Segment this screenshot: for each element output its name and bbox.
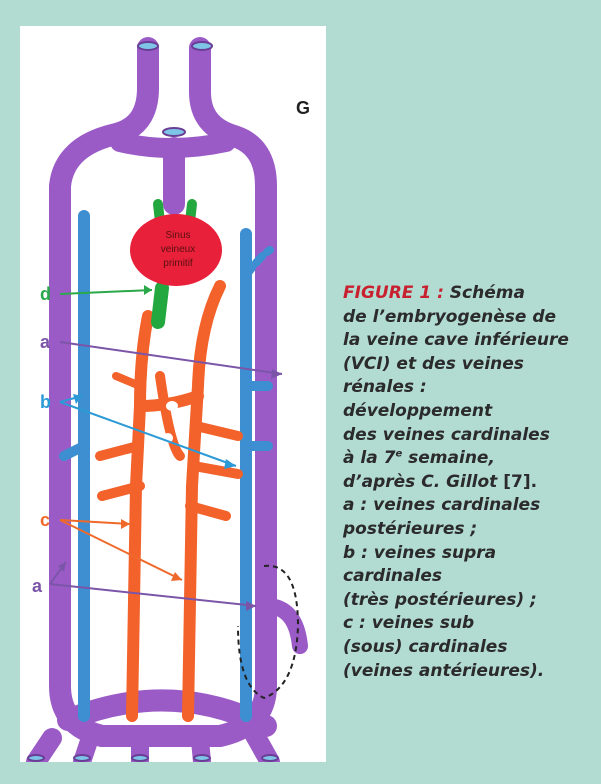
caption-line-16: (sous) cardinales bbox=[343, 636, 593, 660]
caption-line-10: a : veines cardinales bbox=[343, 494, 593, 518]
caption-line-7: des veines cardinales bbox=[343, 424, 593, 448]
label-a-bottom: a bbox=[32, 576, 43, 596]
caption-line-11: postérieures ; bbox=[343, 518, 593, 542]
caption-line-8-pre: à la 7 bbox=[343, 448, 395, 468]
caption-line-8-post: semaine, bbox=[402, 448, 495, 468]
figure-caption: FIGURE 1 : Schéma de l’embryogenèse de l… bbox=[343, 282, 593, 683]
primitive-venous-sinus: Sinus veineux primitif bbox=[130, 214, 222, 286]
caption-line-8: à la 7e semaine, bbox=[343, 447, 593, 471]
caption-line-12: b : veines supra bbox=[343, 542, 593, 566]
caption-line-9-pre: d’après C. Gillot bbox=[343, 472, 497, 492]
sinus-label-line-1: Sinus bbox=[165, 230, 190, 241]
caption-line-9: d’après C. Gillot [7]. bbox=[343, 471, 593, 495]
caption-reference: [7]. bbox=[503, 472, 537, 492]
label-d: d bbox=[40, 284, 51, 304]
figure-panel: Sinus veineux primitif G bbox=[20, 26, 326, 762]
caption-line-6: développement bbox=[343, 400, 593, 424]
caption-line-5: rénales : bbox=[343, 376, 593, 400]
embryology-diagram: Sinus veineux primitif G bbox=[20, 26, 326, 762]
caption-line-17: (veines antérieures). bbox=[343, 660, 593, 684]
label-c: c bbox=[40, 510, 50, 530]
caption-line-4: (VCI) et des veines bbox=[343, 353, 593, 377]
caption-line-1-rest: Schéma bbox=[450, 283, 525, 303]
label-b: b bbox=[40, 392, 51, 412]
caption-line-13: cardinales bbox=[343, 565, 593, 589]
caption-line-14: (très postérieures) ; bbox=[343, 589, 593, 613]
caption-line-1: FIGURE 1 : Schéma bbox=[343, 282, 593, 306]
caption-line-2: de l’embryogenèse de bbox=[343, 306, 593, 330]
caption-title: FIGURE 1 : bbox=[343, 283, 444, 303]
sinus-label-line-3: primitif bbox=[163, 258, 193, 269]
caption-line-3: la veine cave inférieure bbox=[343, 329, 593, 353]
sinus-label-line-2: veineux bbox=[161, 244, 195, 255]
corner-label-g: G bbox=[296, 98, 310, 118]
label-a-top: a bbox=[40, 332, 51, 352]
caption-line-15: c : veines sub bbox=[343, 612, 593, 636]
